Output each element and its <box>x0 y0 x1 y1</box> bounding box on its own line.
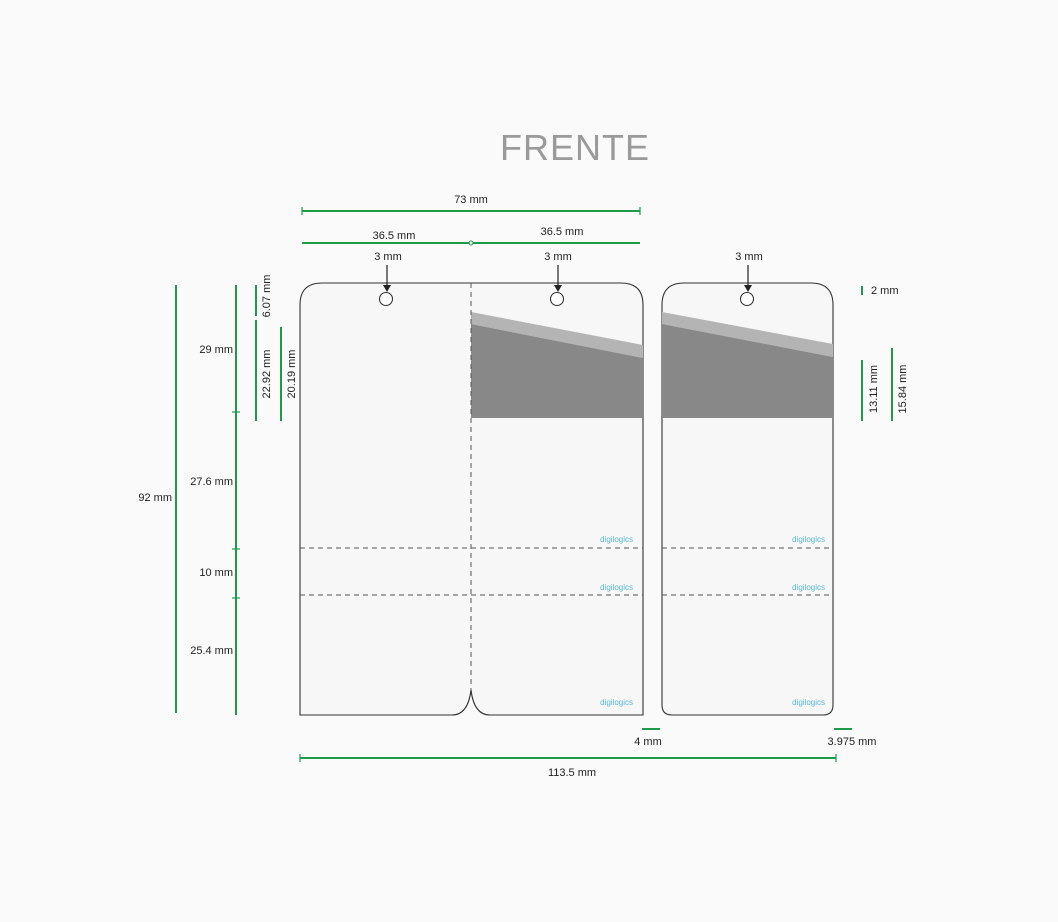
dim-label-20-19: 20.19 mm <box>286 350 298 399</box>
hole-label: 3 mm <box>544 251 572 263</box>
dim-label-10: 10 mm <box>199 567 233 579</box>
brand-mark: digilogics <box>600 583 633 592</box>
dim-label-13-11: 13.11 mm <box>868 365 880 413</box>
dim-label-3-975: 3.975 mm <box>828 736 877 748</box>
brand-mark: digilogics <box>792 698 825 707</box>
light-band <box>471 312 643 358</box>
light-band <box>662 312 833 357</box>
dim-label-2mm: 2 mm <box>871 285 899 297</box>
brand-mark: digilogics <box>600 698 633 707</box>
dim-label-15-84: 15.84 mm <box>897 365 909 414</box>
hole-label: 3 mm <box>735 251 763 263</box>
page-title: FRENTE <box>500 127 650 168</box>
dim-label-6-07: 6.07 mm <box>261 275 273 318</box>
dim-midpoint <box>468 240 474 246</box>
hole-arrowhead <box>383 285 391 292</box>
hanging-hole <box>549 291 565 307</box>
dim-label-29: 29 mm <box>199 344 233 356</box>
dark-band <box>662 324 833 418</box>
brand-mark: digilogics <box>792 583 825 592</box>
dim-label-27-6: 27.6 mm <box>190 476 233 488</box>
hole-label: 3 mm <box>374 251 402 263</box>
hanging-hole <box>739 291 755 307</box>
dim-label-22-92: 22.92 mm <box>261 350 273 399</box>
dim-label-92: 92 mm <box>138 492 172 504</box>
hanging-hole <box>378 291 394 307</box>
dim-label-73: 73 mm <box>454 194 488 206</box>
brand-mark: digilogics <box>792 535 825 544</box>
dim-label-36-left: 36.5 mm <box>373 230 416 242</box>
dim-label-113-5: 113.5 mm <box>548 767 596 779</box>
hole-arrowhead <box>554 285 562 292</box>
dim-label-4mm: 4 mm <box>634 736 662 748</box>
dim-label-36-right: 36.5 mm <box>541 226 584 238</box>
dark-band <box>471 324 643 418</box>
dim-label-25-4: 25.4 mm <box>190 645 233 657</box>
hole-arrowhead <box>744 285 752 292</box>
brand-mark: digilogics <box>600 535 633 544</box>
